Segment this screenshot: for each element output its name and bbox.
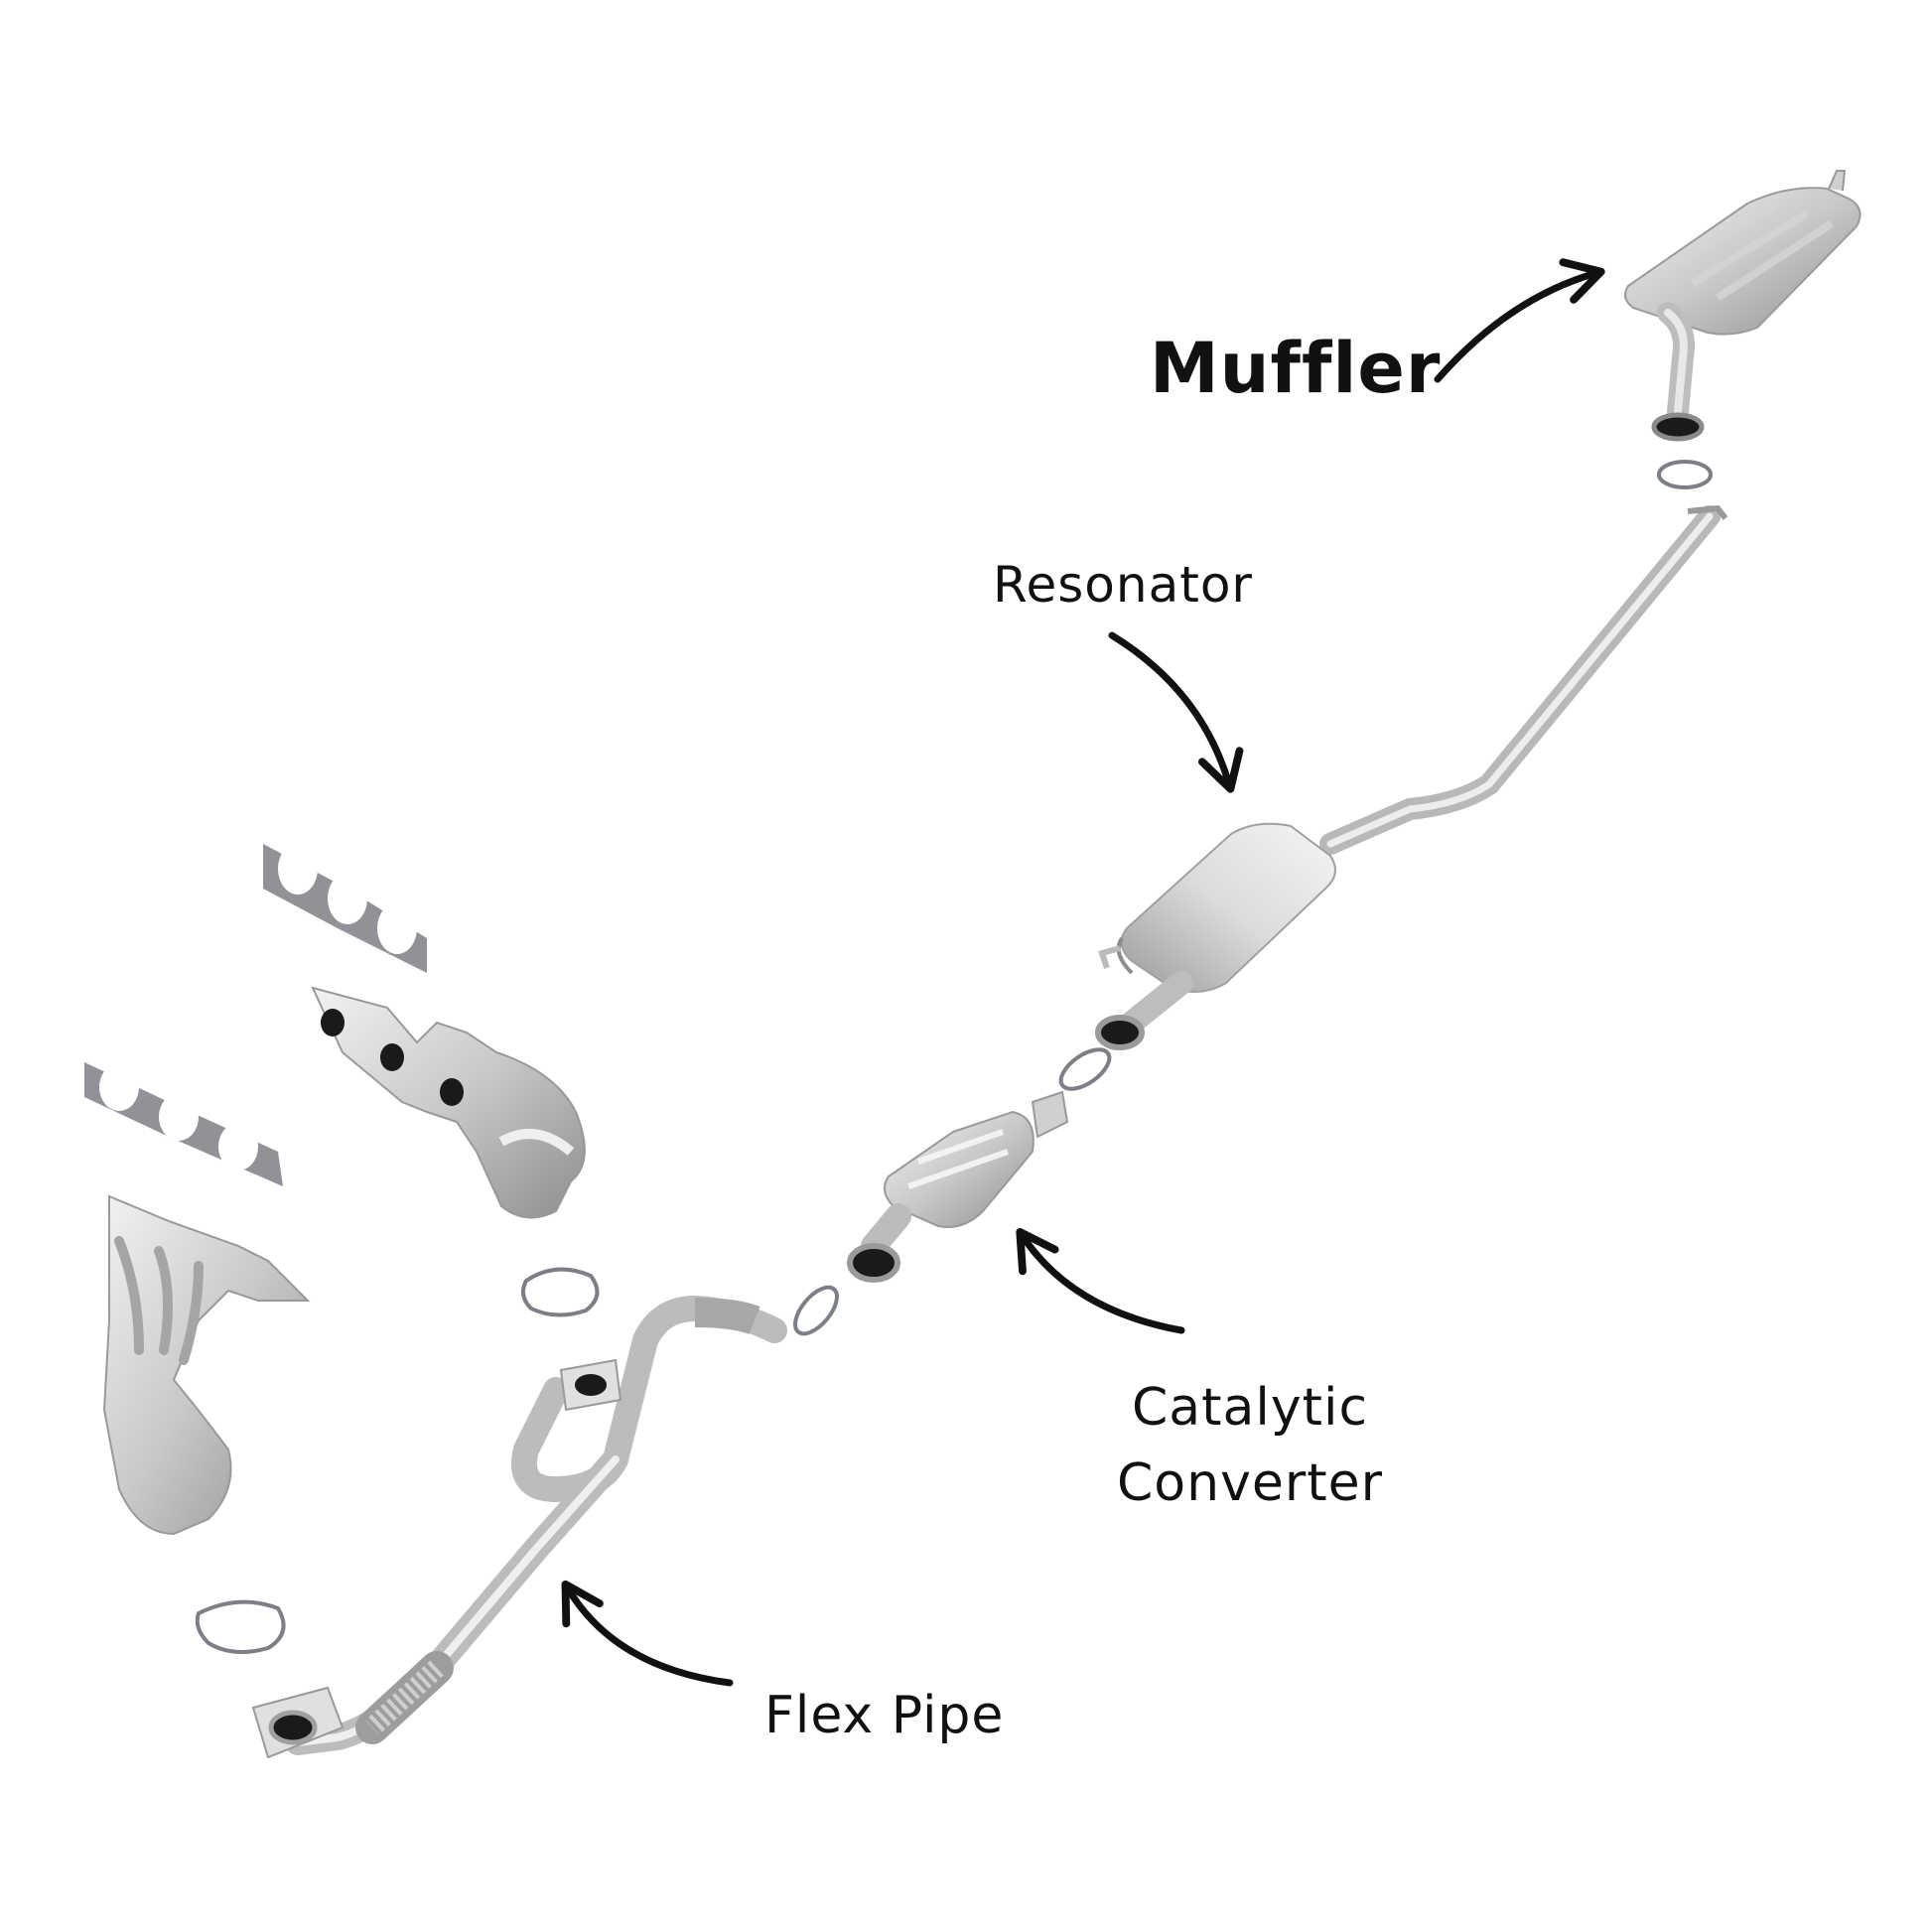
label-muffler: Muffler [1150,328,1442,409]
arrow-flex-pipe [561,1580,734,1687]
gasket-manifold-left [195,1599,286,1654]
muffler-part [1623,170,1862,442]
arrow-resonator [1108,631,1244,793]
exhaust-manifold-right [311,986,586,1219]
arrow-catalytic-converter [1016,1228,1185,1334]
label-catalytic-converter: Catalytic Converter [1117,1378,1383,1513]
manifold-gasket-lower [84,1062,283,1186]
label-resonator: Resonator [993,556,1253,614]
flex-pipe-part [251,1295,787,1759]
exhaust-manifold-left [102,1194,311,1536]
gasket-catalytic [793,1285,839,1336]
catalytic-converter-part [847,1090,1069,1283]
gasket-muffler [1657,460,1713,489]
manifold-gasket-upper [263,843,427,973]
resonator-part [1095,504,1728,1050]
gasket-resonator [1058,1047,1112,1091]
gasket-manifold-right [520,1267,600,1317]
arrow-muffler [1434,258,1605,383]
label-flex-pipe: Flex Pipe [764,1686,1005,1745]
